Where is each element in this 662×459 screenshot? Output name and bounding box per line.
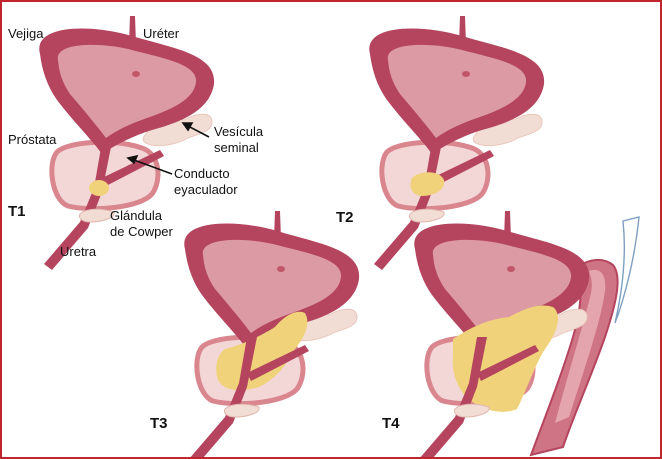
label-vesicula-line1: Vesícula bbox=[214, 124, 264, 139]
label-ureter: Uréter bbox=[143, 26, 180, 41]
stage-label-t3: T3 bbox=[150, 415, 168, 432]
fascia-outline bbox=[615, 217, 639, 323]
label-vejiga: Vejiga bbox=[8, 26, 44, 41]
label-conducto-line2: eyaculador bbox=[174, 182, 238, 197]
stage-label-t1: T1 bbox=[8, 203, 26, 220]
stage-label-t4: T4 bbox=[382, 415, 400, 432]
panel-t4 bbox=[414, 211, 639, 459]
label-prostata: Próstata bbox=[8, 132, 57, 147]
tumor-t1 bbox=[89, 180, 109, 196]
stage-label-t2: T2 bbox=[336, 209, 354, 226]
label-uretra: Uretra bbox=[60, 244, 97, 259]
label-glandula-line1: Glándula bbox=[110, 208, 163, 223]
label-conducto-line1: Conducto bbox=[174, 166, 230, 181]
label-glandula-line2: de Cowper bbox=[110, 224, 174, 239]
label-vesicula-line2: seminal bbox=[214, 140, 259, 155]
panel-t3 bbox=[184, 211, 359, 459]
